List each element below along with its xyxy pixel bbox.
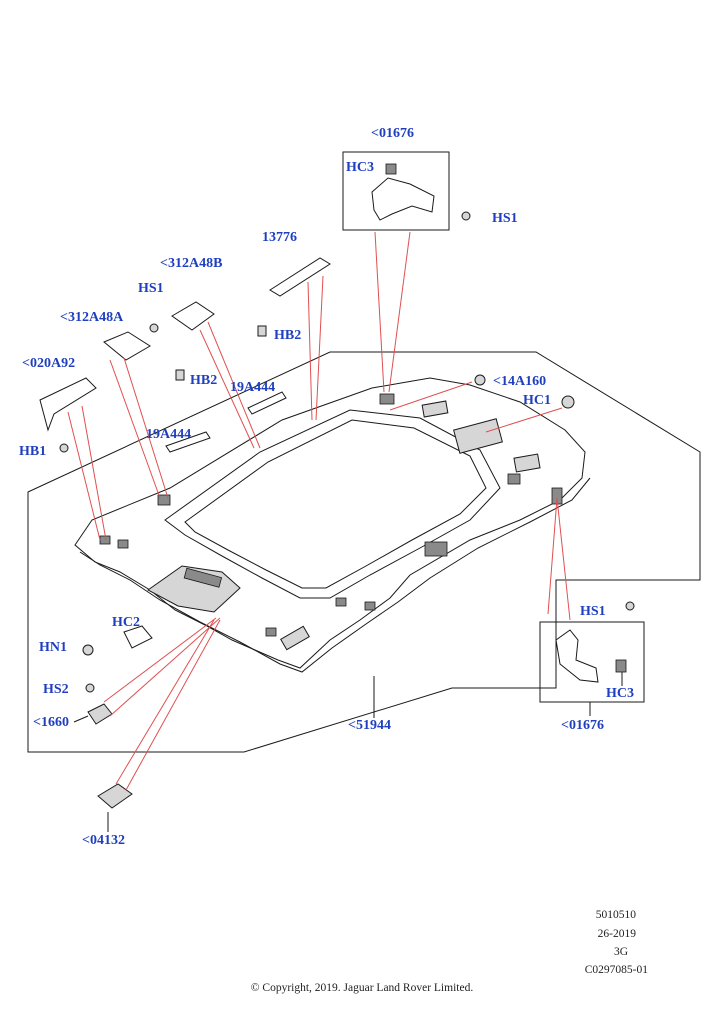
clip-hc3-top <box>385 163 397 175</box>
leader-01676-bottom-b <box>556 497 571 621</box>
leader-1660-a <box>103 617 217 703</box>
grab-handle-13776 <box>269 257 331 297</box>
strip-19a444-a <box>247 391 287 415</box>
callout-hc1[interactable]: HC1 <box>523 393 551 408</box>
callout-13776[interactable]: 13776 <box>262 230 297 245</box>
clip-9 <box>157 494 171 506</box>
assembly-boundary <box>27 351 701 753</box>
leader-13776-b <box>315 275 324 421</box>
leader-312a48a-a <box>109 359 161 499</box>
detail-box-top <box>342 151 450 231</box>
fastener-hs1-right <box>625 601 635 611</box>
leader-1660-b <box>109 617 221 717</box>
callout-51944[interactable]: <51944 <box>348 718 391 733</box>
bracket-312a48b <box>171 301 215 331</box>
leader-04132-a <box>115 619 215 785</box>
callout-hs1-left[interactable]: HS1 <box>138 281 164 296</box>
bracket-top <box>371 177 435 221</box>
callout-19a444-a[interactable]: 19A444 <box>230 380 276 395</box>
fastener-hb1 <box>59 443 69 453</box>
fastener-14a160 <box>474 374 486 386</box>
detail-box-bottom <box>539 621 645 703</box>
sunroof-opening <box>184 419 487 589</box>
clip-8 <box>379 393 395 405</box>
fastener-hs1-top <box>461 211 471 221</box>
callout-hs2[interactable]: HS2 <box>43 682 69 697</box>
leader-312a48a-b <box>123 357 169 499</box>
callout-hn1[interactable]: HN1 <box>39 640 67 655</box>
pad-1 <box>421 400 449 418</box>
leader-hc1 <box>485 407 563 433</box>
callout-hs1-top[interactable]: HS1 <box>492 211 518 226</box>
clip-5 <box>424 541 448 557</box>
clip-hb2-upper <box>257 325 267 337</box>
callout-1660[interactable]: <1660 <box>33 715 69 730</box>
bracket-312a48a <box>103 331 151 361</box>
leader-14a160 <box>389 381 473 411</box>
callout-hb2-upper[interactable]: HB2 <box>274 328 302 343</box>
callout-020a92[interactable]: <020A92 <box>22 356 76 371</box>
callout-hc3-top[interactable]: HC3 <box>346 160 374 175</box>
leader-020a92-b <box>81 405 107 541</box>
lamp-1660 <box>87 703 113 725</box>
callout-312a48a[interactable]: <312A48A <box>60 310 124 325</box>
headliner-edge <box>79 477 591 673</box>
clip-hc2 <box>123 625 153 649</box>
meta-line-2: 26-2019 <box>597 928 636 940</box>
leader-020a92-a <box>67 411 101 541</box>
callout-312a48b[interactable]: <312A48B <box>160 256 223 271</box>
callout-hc2[interactable]: HC2 <box>112 615 140 630</box>
bracket-bottom <box>555 629 599 683</box>
fastener-hc1 <box>561 395 575 409</box>
fastener-hn1 <box>82 644 94 656</box>
bracket-020a92 <box>39 377 97 432</box>
meta-line-3: 3G <box>613 946 628 958</box>
clip-4 <box>364 601 376 611</box>
leader-312a48b-a <box>199 329 255 449</box>
callout-hs1-right[interactable]: HS1 <box>580 604 606 619</box>
console-detail <box>183 567 223 588</box>
copyright-notice: © Copyright, 2019. Jaguar Land Rover Lim… <box>250 982 474 994</box>
leader-312a48b-b <box>207 321 261 449</box>
callout-04132[interactable]: <04132 <box>82 833 125 848</box>
leader-13776-a <box>307 281 313 421</box>
leader-01676-bottom-a <box>547 497 558 615</box>
leader-04132-b <box>125 619 221 791</box>
clip-2 <box>117 539 129 549</box>
leader-01676-top-a <box>374 231 385 393</box>
callout-01676-top[interactable]: <01676 <box>371 126 414 141</box>
callout-hb2-lower[interactable]: HB2 <box>190 373 218 388</box>
callout-hc3-bottom[interactable]: HC3 <box>606 686 634 701</box>
leader-01676-top-b <box>388 231 411 393</box>
fastener-hs1-left <box>149 323 159 333</box>
clip-6 <box>507 473 521 485</box>
strip-19a444-b <box>165 431 211 453</box>
callout-19a444-b[interactable]: 19A444 <box>146 427 192 442</box>
module-14a160 <box>453 418 503 454</box>
clip-hb2-lower <box>175 369 185 381</box>
callout-hb1[interactable]: HB1 <box>19 444 47 459</box>
lamp-04132 <box>97 783 133 809</box>
clip-3 <box>335 597 347 607</box>
leader-1660-stem <box>73 715 89 723</box>
clip-hc3-bottom <box>615 659 627 673</box>
fastener-hs2 <box>85 683 95 693</box>
meta-line-4: C0297085-01 <box>584 964 648 976</box>
pad-2 <box>513 453 541 473</box>
pad-3 <box>280 625 310 651</box>
callout-14a160[interactable]: <14A160 <box>493 374 547 389</box>
clip-7 <box>265 627 277 637</box>
callout-01676-bottom[interactable]: <01676 <box>561 718 604 733</box>
meta-line-1: 5010510 <box>595 909 636 921</box>
